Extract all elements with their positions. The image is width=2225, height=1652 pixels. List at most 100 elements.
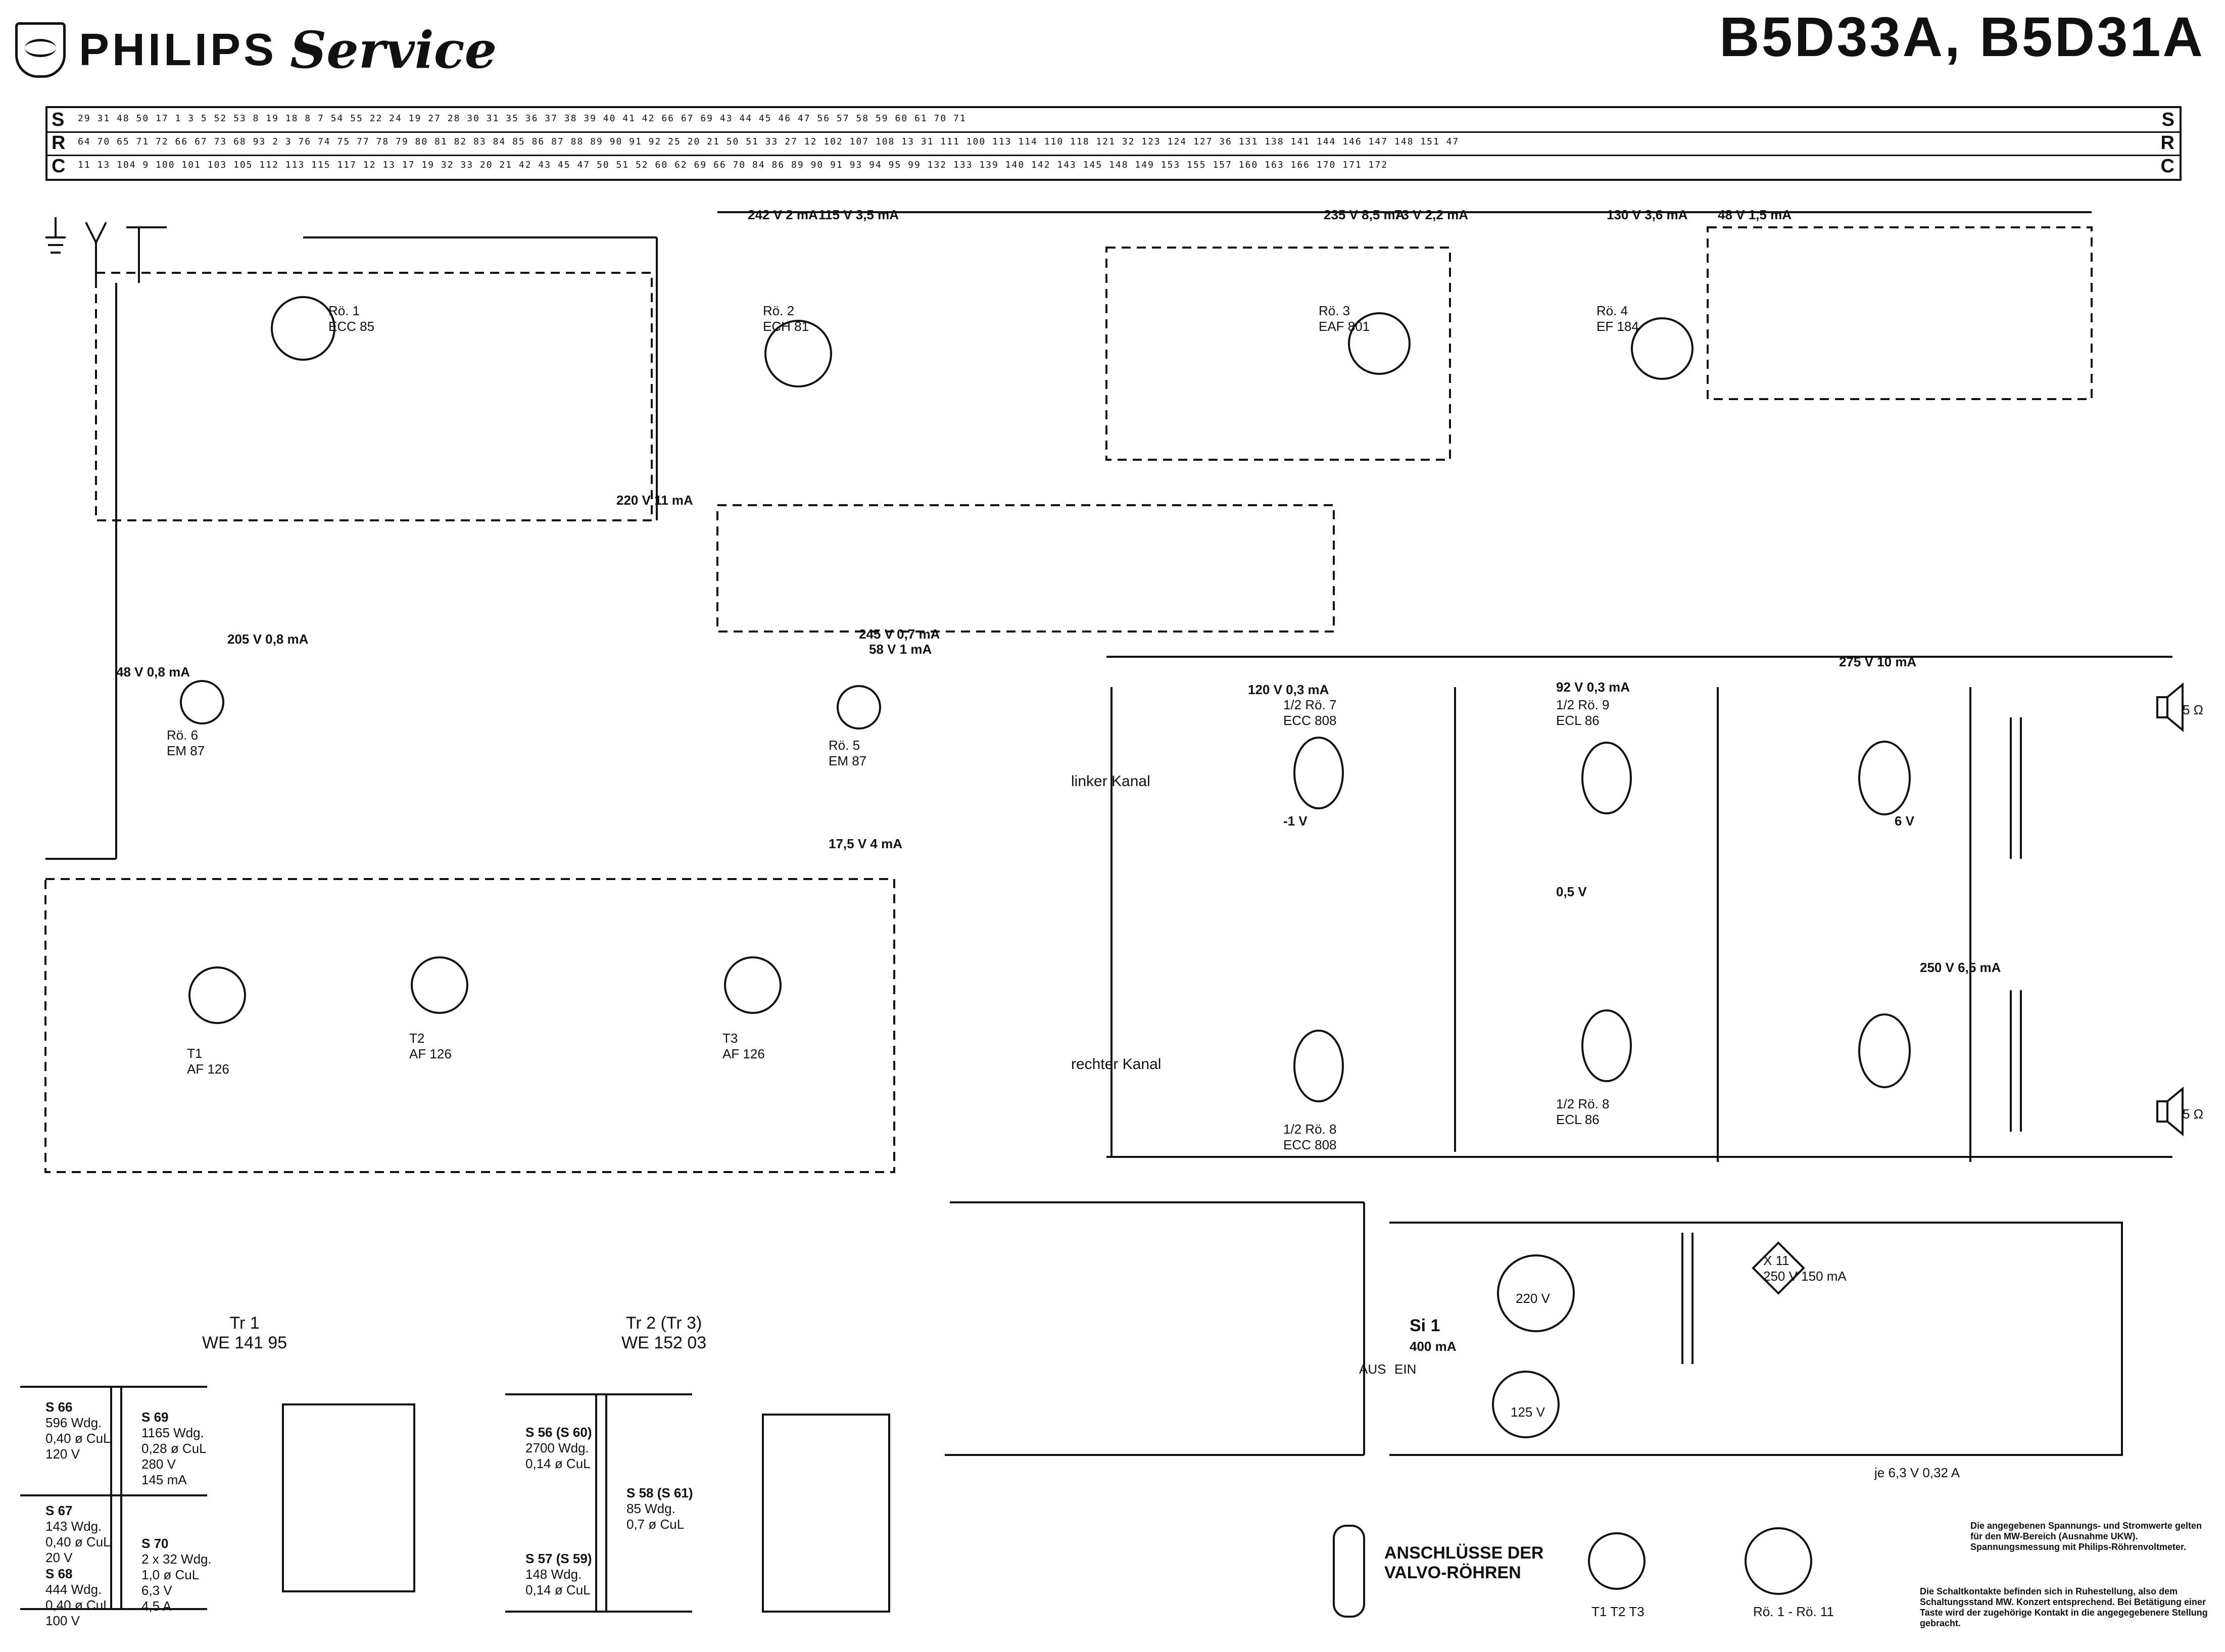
tube-ro7-envelope bbox=[1293, 737, 1344, 809]
speaker-left-icon bbox=[2156, 682, 2184, 733]
voltage-label: 115 V 3,5 mA bbox=[818, 207, 899, 222]
am-if-dashed-box bbox=[44, 878, 895, 1173]
tube-ro9b-envelope bbox=[1858, 741, 1911, 815]
ruler-row-s: S 29 31 48 50 17 1 3 5 52 53 8 19 18 8 7… bbox=[47, 108, 2180, 133]
antenna-y-icon bbox=[85, 222, 107, 283]
voltage-label: 130 V 3,6 mA bbox=[1607, 207, 1688, 222]
position-ruler: S 29 31 48 50 17 1 3 5 52 53 8 19 18 8 7… bbox=[45, 106, 2182, 181]
tube-ro1-envelope bbox=[271, 296, 335, 361]
voltage-label: 48 V 0,8 mA bbox=[116, 664, 190, 679]
voltage-label: 6 V bbox=[1895, 813, 1915, 829]
tube-ro2-envelope bbox=[764, 320, 832, 387]
switch-aus-label: AUS bbox=[1359, 1362, 1386, 1377]
bridge-rectifier-icon bbox=[1752, 1241, 1805, 1295]
ruler-row-r: R 64 70 65 71 72 66 67 73 68 93 2 3 76 7… bbox=[47, 131, 2180, 156]
tube-ro8c-envelope bbox=[1858, 1013, 1911, 1088]
valvo-tube-icon bbox=[1333, 1525, 1365, 1618]
transformer-tr1-core bbox=[1681, 1233, 1694, 1364]
voltage-label: -1 V bbox=[1283, 813, 1308, 829]
ratio-detector-box bbox=[1707, 226, 2093, 400]
tuner-dashed-box bbox=[95, 272, 653, 521]
voltage-label: 242 V 2 mA bbox=[748, 207, 818, 222]
label-rechter-kanal: rechter Kanal bbox=[1071, 1056, 1162, 1073]
mixer-dashed-box bbox=[716, 504, 1335, 633]
mains-selector-220 bbox=[1497, 1254, 1575, 1332]
transistor-t1-icon bbox=[188, 966, 246, 1024]
transformer-tr3-core bbox=[2010, 990, 2022, 1132]
voltage-label: 58 V 1 mA bbox=[869, 642, 932, 657]
lamp-rating-label: je 6,3 V 0,32 A bbox=[1874, 1465, 1960, 1480]
tube-ro5-envelope bbox=[837, 685, 881, 730]
tr1-lamination-sketch bbox=[282, 1403, 415, 1592]
winding-s56: S 56 (S 60)2700 Wdg.0,14 ø CuL bbox=[525, 1425, 592, 1471]
mains-selector-125 bbox=[1492, 1371, 1560, 1438]
label-linker-kanal: linker Kanal bbox=[1071, 773, 1150, 790]
note-measurement: Die angegebenen Spannungs- und Stromwert… bbox=[1970, 1521, 2202, 1552]
tube-ro8b-envelope bbox=[1581, 1009, 1632, 1082]
voltage-label: 92 V 0,3 mA bbox=[1556, 679, 1630, 695]
if-filter-box-1 bbox=[1105, 247, 1451, 461]
voltage-label: 205 V 0,8 mA bbox=[227, 631, 309, 647]
voltage-label: 17,5 V 4 mA bbox=[829, 836, 902, 851]
antenna-ground-icon bbox=[45, 217, 66, 254]
tube-pin-diagram bbox=[1745, 1527, 1812, 1595]
brand-service: Service bbox=[290, 20, 497, 80]
transistor-pin-diagram bbox=[1588, 1532, 1646, 1590]
model-number: B5D33A, B5D31A bbox=[1719, 6, 2205, 68]
switch-ein-label: EIN bbox=[1394, 1362, 1417, 1377]
transistor-t2-icon bbox=[411, 956, 468, 1014]
voltage-label: 220 V 11 mA bbox=[616, 493, 693, 508]
voltage-label: 73 V 2,2 mA bbox=[1394, 207, 1468, 222]
ruler-row-c: C 11 13 104 9 100 101 103 105 112 113 11… bbox=[52, 156, 2174, 177]
voltage-label: 235 V 8,5 mA bbox=[1324, 207, 1405, 222]
voltage-label: 275 V 10 mA bbox=[1839, 654, 1917, 669]
tube-ro6-envelope bbox=[180, 680, 224, 724]
transformer-tr2-core bbox=[2010, 717, 2022, 859]
voltage-label: 245 V 0,7 mA bbox=[859, 626, 940, 642]
tube-pin-label: Rö. 1 - Rö. 11 bbox=[1753, 1604, 1834, 1619]
speaker-right-impedance: 5 Ω bbox=[2183, 1106, 2204, 1122]
philips-shield-icon bbox=[15, 22, 66, 78]
brand-name: PHILIPS bbox=[79, 24, 277, 75]
speaker-left-impedance: 5 Ω bbox=[2183, 702, 2204, 717]
voltage-label: 250 V 6,5 mA bbox=[1920, 960, 2001, 975]
tube-ro9a-envelope bbox=[1581, 742, 1632, 814]
voltage-label: 0,5 V bbox=[1556, 884, 1587, 899]
voltage-label: 48 V 1,5 mA bbox=[1718, 207, 1792, 222]
mains-125-label: 125 V bbox=[1511, 1404, 1545, 1420]
tube-ro3-envelope bbox=[1348, 312, 1411, 375]
speaker-right-icon bbox=[2156, 1086, 2184, 1137]
power-section-frame bbox=[1389, 1222, 2123, 1456]
tr2-lamination-sketch bbox=[762, 1414, 890, 1613]
note-switches: Die Schaltkontakte befinden sich in Ruhe… bbox=[1920, 1586, 2208, 1628]
transformer-tr2-title: Tr 2 (Tr 3)WE 152 03 bbox=[621, 1314, 707, 1352]
mains-220-label: 220 V bbox=[1516, 1291, 1550, 1306]
antenna-t-icon bbox=[126, 226, 167, 283]
tube-ro8-envelope bbox=[1293, 1030, 1344, 1102]
tr1-core-lines bbox=[110, 1387, 122, 1609]
transistor-t3-icon bbox=[724, 956, 782, 1014]
